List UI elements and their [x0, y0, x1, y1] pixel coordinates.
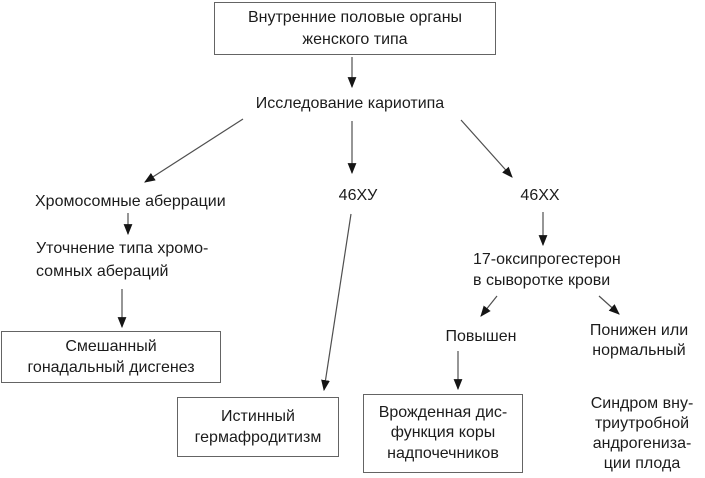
- low-or-normal-label: Понижен или нормальный: [589, 322, 689, 360]
- true-hermaphroditism-box: Истинный гермафродитизм: [177, 397, 339, 457]
- karyotype-analysis-label: Исследование кариотипа: [255, 95, 445, 112]
- mixed-gonadal-dysgenesis-label: Смешанный гонадальный дисгенез: [27, 337, 195, 376]
- arrow-oxyprogesterone-to-low-normal: [598, 295, 620, 315]
- root-box-label: Внутренние половые органы женского типа: [247, 9, 463, 48]
- arrow-karyotype-to-46xx: [460, 119, 513, 178]
- karyotype-46xy-label: 46ХУ: [338, 187, 378, 204]
- mixed-gonadal-dysgenesis-box: Смешанный гонадальный дисгенез: [1, 331, 221, 383]
- karyotype-46xx-label: 46ХХ: [520, 187, 560, 204]
- true-hermaphroditism-label: Истинный гермафродитизм: [194, 407, 322, 446]
- arrow-46xy-to-hermaphroditism: [321, 213, 352, 392]
- elevated-label: Повышен: [445, 328, 517, 345]
- arrow-oxyprogesterone-to-elevated: [480, 295, 498, 317]
- arrow-karyotype-to-aberrations: [144, 118, 244, 183]
- root-box: Внутренние половые органы женского типа: [214, 2, 496, 55]
- chromosomal-aberrations-label: Хромосомные аберрации: [35, 193, 226, 210]
- congenital-adrenal-dysfunction-label: Врожденная дис- функция коры надпочечник…: [378, 404, 508, 462]
- oxyprogesterone-label: 17-оксипрогестерон в сыворотке крови: [473, 251, 621, 290]
- congenital-adrenal-dysfunction-box: Врожденная дис- функция коры надпочечник…: [363, 394, 523, 473]
- aberration-type-label: Уточнение типа хромо- сомных абераций: [36, 240, 209, 280]
- intrauterine-androgenization-label: Синдром вну- триутробной андрогениза- ци…: [590, 395, 694, 473]
